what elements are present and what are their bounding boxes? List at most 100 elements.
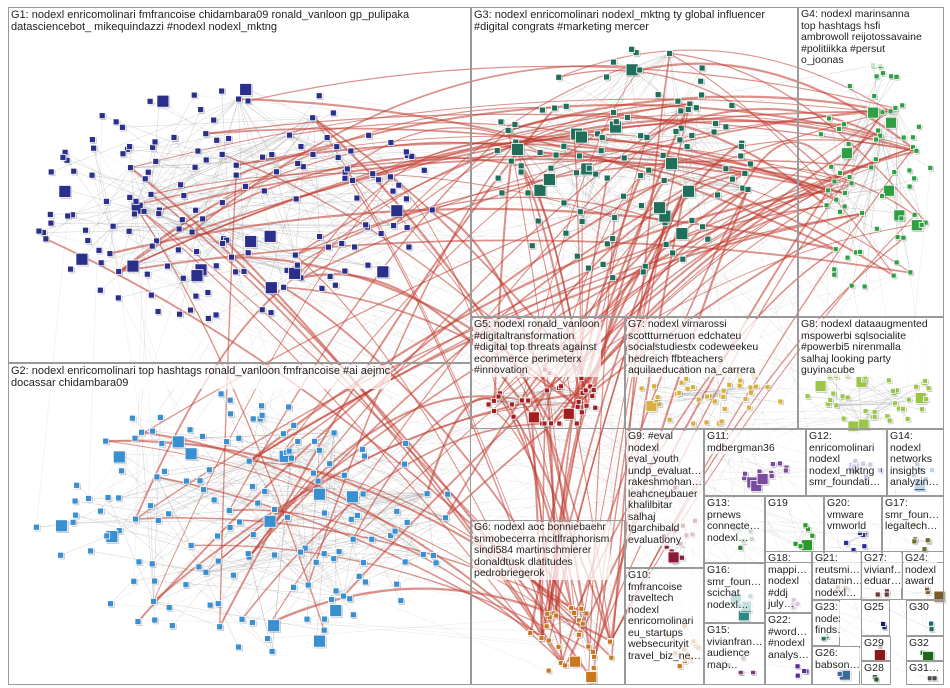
cross-group-edge xyxy=(242,86,578,257)
graph-node-avatar xyxy=(699,223,706,231)
graph-node-avatar xyxy=(97,507,104,515)
graph-node-avatar xyxy=(196,477,204,485)
graph-node-avatar xyxy=(672,128,680,135)
graph-node xyxy=(147,502,155,510)
graph-node xyxy=(720,387,728,395)
graph-node xyxy=(147,291,156,300)
graph-node xyxy=(573,169,581,177)
graph-node-avatar xyxy=(226,396,234,404)
intra-group-edge xyxy=(828,403,896,405)
graph-node-avatar xyxy=(490,397,497,404)
graph-node xyxy=(539,106,547,115)
graph-node xyxy=(115,494,123,503)
graph-node xyxy=(403,519,412,527)
inter-group-edge xyxy=(426,397,495,495)
graph-node-avatar xyxy=(210,116,218,124)
graph-node xyxy=(199,215,207,224)
graph-node-avatar xyxy=(341,174,349,182)
graph-node-avatar xyxy=(152,158,160,165)
intra-group-edge xyxy=(343,539,372,597)
graph-node-avatar xyxy=(104,494,112,501)
intra-group-edge xyxy=(836,405,862,423)
graph-node xyxy=(582,387,590,395)
graph-node xyxy=(200,486,208,494)
graph-node-avatar xyxy=(603,73,610,81)
graph-node xyxy=(674,97,683,106)
graph-node-avatar xyxy=(511,143,524,156)
graph-node-avatar xyxy=(590,664,597,671)
graph-node xyxy=(85,495,93,503)
graph-node xyxy=(776,460,784,468)
graph-node xyxy=(534,217,543,226)
graph-node xyxy=(880,70,887,77)
graph-node-avatar xyxy=(830,390,837,397)
graph-node xyxy=(594,130,602,139)
graph-node xyxy=(315,446,324,455)
graph-node xyxy=(578,218,587,226)
inter-group-edge xyxy=(286,196,666,271)
intra-group-edge xyxy=(134,204,336,286)
graph-node-avatar xyxy=(726,381,733,388)
graph-node xyxy=(592,404,599,412)
graph-node xyxy=(551,104,559,113)
cross-group-edge xyxy=(308,380,890,586)
graph-node-avatar xyxy=(756,473,769,485)
intra-group-edge xyxy=(679,392,724,394)
intra-group-edge xyxy=(860,391,894,423)
intra-group-edge xyxy=(540,137,648,153)
graph-node-avatar xyxy=(47,219,55,227)
intra-group-edge xyxy=(121,454,158,478)
graph-node-avatar xyxy=(364,261,372,269)
intra-group-edge xyxy=(880,136,931,169)
graph-node xyxy=(223,438,231,446)
graph-node-avatar xyxy=(178,216,186,224)
graph-node xyxy=(192,292,201,301)
graph-node xyxy=(684,106,693,114)
graph-node-avatar xyxy=(232,161,240,169)
graph-node-avatar xyxy=(539,106,546,114)
intra-group-edge xyxy=(198,566,273,652)
graph-node-avatar xyxy=(213,136,221,144)
graph-node xyxy=(729,175,737,184)
graph-node xyxy=(742,470,749,478)
intra-group-edge xyxy=(73,476,158,523)
intra-group-edge xyxy=(511,53,670,162)
graph-node-avatar xyxy=(402,148,410,156)
graph-node xyxy=(148,560,157,569)
graph-node xyxy=(518,397,526,405)
graph-node-avatar xyxy=(349,535,357,543)
graph-node-avatar xyxy=(495,393,502,400)
graph-node-avatar xyxy=(747,384,754,391)
group-label-g31: G31… xyxy=(908,663,941,675)
graph-node xyxy=(592,170,600,179)
graph-node-avatar xyxy=(423,490,431,498)
graph-node-avatar xyxy=(204,289,212,296)
graph-node-avatar xyxy=(309,114,317,122)
intra-group-edge xyxy=(205,551,340,573)
graph-node-avatar xyxy=(235,434,243,442)
graph-node-avatar xyxy=(552,151,560,159)
graph-node-avatar xyxy=(390,204,404,218)
graph-node-avatar xyxy=(321,509,328,517)
graph-node-avatar xyxy=(89,136,96,144)
graph-node-avatar xyxy=(710,128,718,136)
graph-node-avatar xyxy=(836,126,842,132)
intra-group-edge xyxy=(833,393,862,423)
graph-node-avatar xyxy=(837,170,844,176)
graph-node-avatar xyxy=(541,420,548,427)
intra-group-edge xyxy=(895,388,930,405)
intra-group-edge xyxy=(880,136,927,224)
graph-node-avatar xyxy=(918,221,925,228)
graph-node-avatar xyxy=(637,132,645,140)
graph-node xyxy=(338,240,346,248)
graph-node-avatar xyxy=(353,512,361,519)
graph-node xyxy=(131,434,140,443)
graph-node-avatar xyxy=(151,616,159,624)
graph-node xyxy=(900,234,908,242)
intra-group-edge xyxy=(100,510,309,586)
graph-node-avatar xyxy=(873,136,879,143)
graph-node-avatar xyxy=(320,626,328,634)
group-label-g16: G16: smr_foun… scichat nodexl… xyxy=(706,565,763,611)
graph-node-avatar xyxy=(174,246,182,254)
graph-node xyxy=(423,490,432,498)
